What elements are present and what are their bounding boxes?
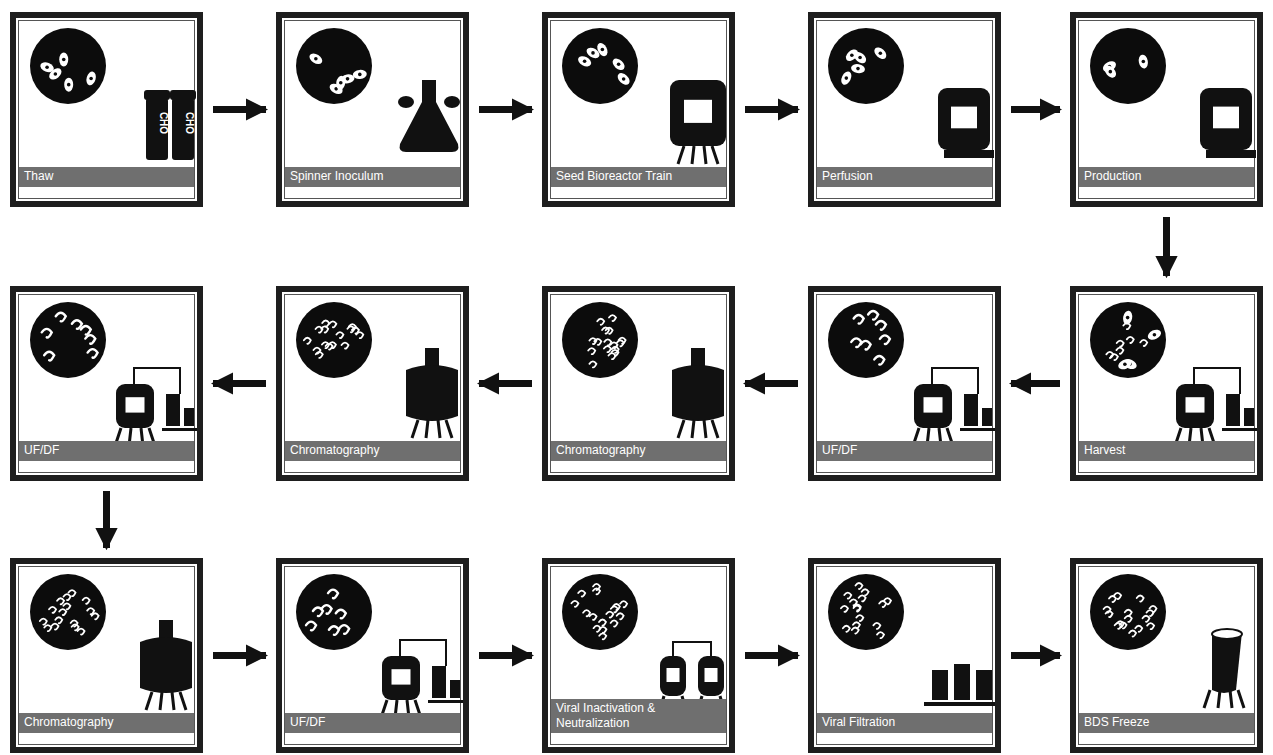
label-band: Chromatography [285,441,460,461]
label-band: Production [1079,167,1254,187]
step-label: BDS Freeze [1084,715,1249,730]
flow-arrow [479,652,532,659]
step-label: Production [1084,169,1249,184]
label-band: Viral Filtration [817,713,992,733]
process-step-panel: Viral Inactivation & Neutralization [542,558,735,753]
label-band: Harvest [1079,441,1254,461]
flow-arrow [745,652,798,659]
step-label: Spinner Inoculum [290,169,455,184]
flow-arrow [213,106,266,113]
label-band: Seed Bioreactor Train [551,167,726,187]
label-band: Spinner Inoculum [285,167,460,187]
label-band: Viral Inactivation & Neutralization [551,699,726,733]
process-step-panel: Chromatography [276,286,469,481]
step-label: Perfusion [822,169,987,184]
step-label: UF/DF [24,443,189,458]
flow-arrow [103,491,110,548]
process-step-panel: Chromatography [10,558,203,753]
step-label: UF/DF [290,715,455,730]
step-label: Chromatography [290,443,455,458]
process-step-panel: Production [1070,12,1263,207]
label-band: UF/DF [285,713,460,733]
flow-arrow [1011,652,1060,659]
process-step-panel: Harvest [1070,286,1263,481]
label-band: Chromatography [551,441,726,461]
label-band: UF/DF [817,441,992,461]
flow-arrow [745,380,798,387]
step-label: Chromatography [24,715,189,730]
process-step-panel: Seed Bioreactor Train [542,12,735,207]
process-step-panel: BDS Freeze [1070,558,1263,753]
step-label: Thaw [24,169,189,184]
label-band: Chromatography [19,713,194,733]
process-step-panel: Spinner Inoculum [276,12,469,207]
vial-label: CHO [184,112,194,134]
flow-arrow [479,106,532,113]
step-label: Viral Filtration [822,715,987,730]
process-step-panel: UF/DF [808,286,1001,481]
label-band: Perfusion [817,167,992,187]
process-step-panel: UF/DF [276,558,469,753]
flow-arrow [213,652,266,659]
step-label: Viral Inactivation & Neutralization [556,701,721,731]
process-step-panel: Chromatography [542,286,735,481]
process-step-panel: Viral Filtration [808,558,1001,753]
process-step-panel: UF/DF [10,286,203,481]
flow-arrow [213,380,266,387]
vial-label: CHO [158,112,168,134]
flow-arrow [1011,106,1060,113]
flow-arrow [1163,217,1170,276]
step-label: Harvest [1084,443,1249,458]
label-band: UF/DF [19,441,194,461]
label-band: Thaw [19,167,194,187]
label-band: BDS Freeze [1079,713,1254,733]
step-label: UF/DF [822,443,987,458]
flow-arrow [745,106,798,113]
process-step-panel: Perfusion [808,12,1001,207]
flow-arrow [479,380,532,387]
flow-arrow [1011,380,1060,387]
step-label: Seed Bioreactor Train [556,169,721,184]
step-label: Chromatography [556,443,721,458]
process-step-panel: Thaw [10,12,203,207]
